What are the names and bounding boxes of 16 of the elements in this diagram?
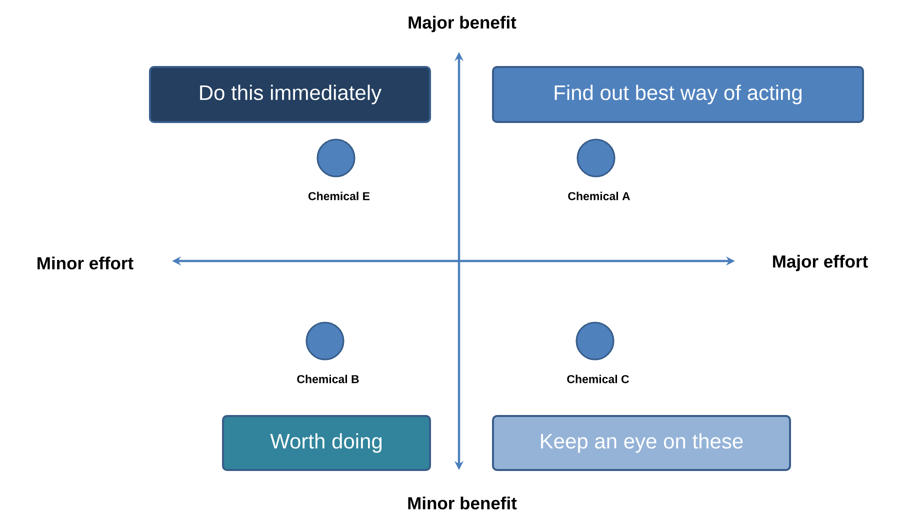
axis-label: Minor effort [38,256,134,270]
quadrant-box: Find out best way of acting [492,66,864,123]
circle-marker [306,322,344,360]
quadrant-box: Worth doing [222,415,431,471]
axis-label: Minor benefit [408,496,517,510]
marker-label: Chemical C [567,374,629,384]
circle-marker [576,138,616,178]
axis-label: Major benefit [408,16,516,32]
circle-marker [316,138,356,178]
marker-label: Chemical B [297,374,359,384]
axis-label: Major effort [773,254,868,272]
marker-label: Chemical A [568,192,630,200]
circle-marker [576,322,614,360]
quadrant-box: Do this immediately [149,66,431,123]
quadrant-box: Keep an eye on these [492,415,791,471]
marker-label: Chemical E [308,192,370,200]
